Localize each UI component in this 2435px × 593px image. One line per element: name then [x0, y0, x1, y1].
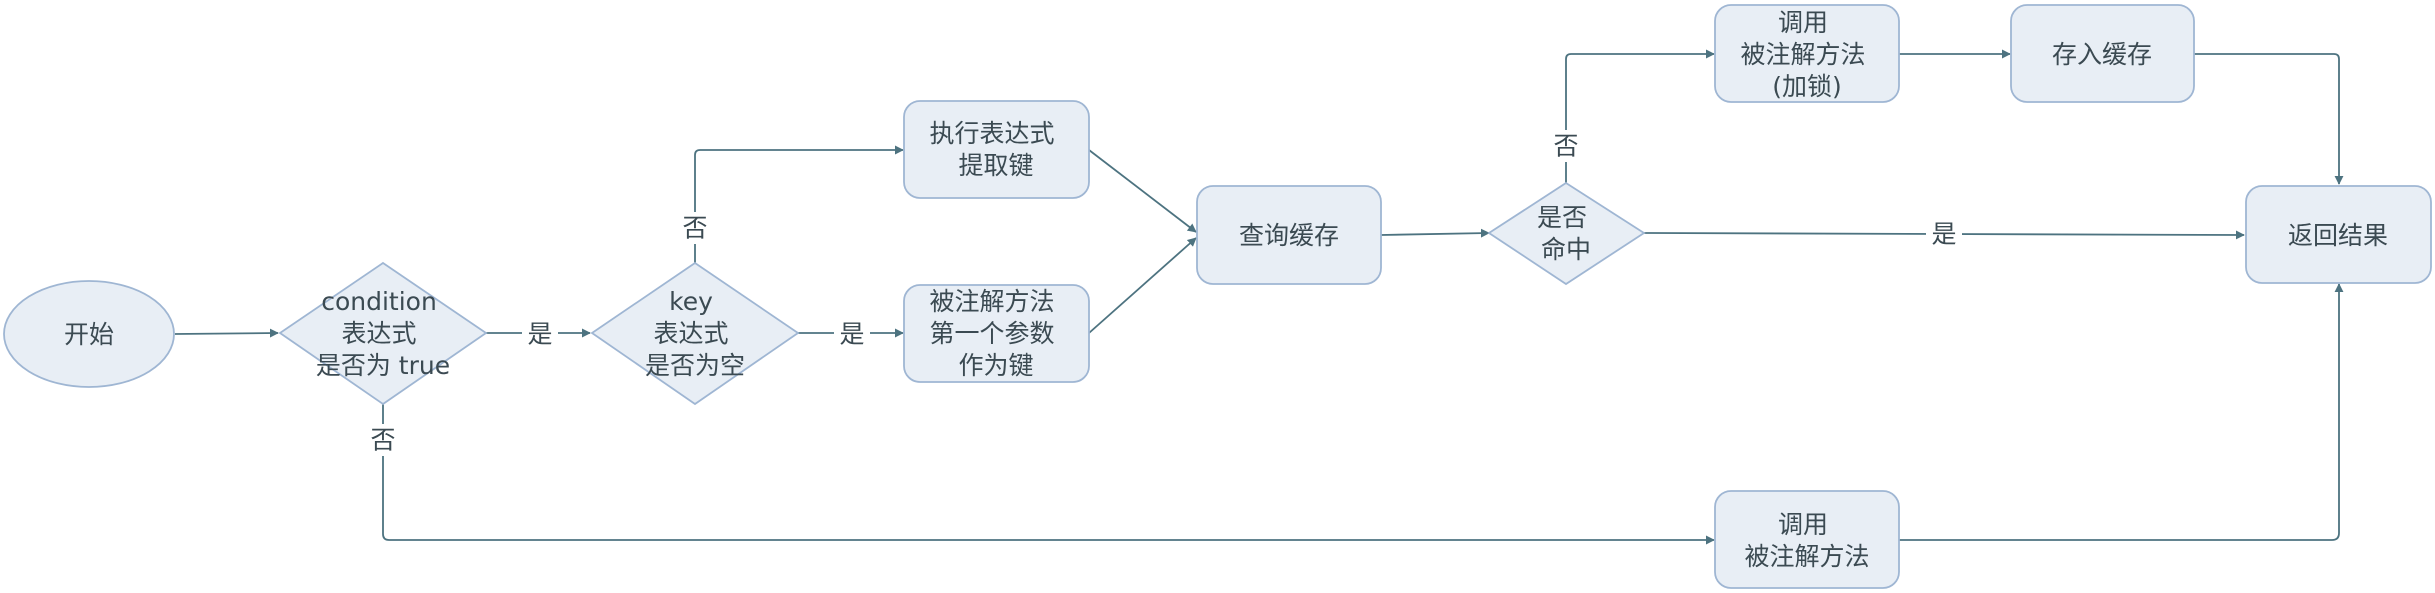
condition-diamond — [278, 261, 488, 406]
store-cache-line-1: 存入缓存 — [2052, 40, 2152, 69]
first-param-line-3: 作为键 — [958, 351, 1033, 380]
node-first-param: 被注解方法 第一个参数 作为键 — [903, 284, 1090, 383]
node-query-cache: 查询缓存 — [1196, 185, 1382, 285]
query-cache-line-1: 查询缓存 — [1239, 221, 1339, 250]
hit-line-1: 是否 — [1537, 203, 1587, 232]
call-locked-line-2: 被注解方法 — [1741, 40, 1866, 69]
call-locked-label: 调用 被注解方法 (加锁) — [1741, 8, 1874, 101]
call-locked-line-3: (加锁) — [1772, 72, 1842, 101]
key-check-label: key 表达式 是否为空 — [645, 287, 745, 380]
hit-label: 是否 命中 — [1537, 203, 1595, 264]
first-param-label: 被注解方法 第一个参数 作为键 — [930, 287, 1063, 380]
key-no-label: 否 — [682, 214, 707, 243]
call-locked-line-1: 调用 — [1778, 8, 1828, 37]
condition-line-1: condition — [321, 287, 437, 316]
condition-yes-bg — [522, 318, 558, 350]
edge-call-direct-to-return — [1899, 283, 2344, 541]
condition-line-2: 表达式 — [342, 319, 417, 348]
hit-diamond — [1487, 181, 1646, 286]
key-check-diamond — [590, 261, 800, 406]
edge-condition-to-call-direct — [382, 404, 1715, 545]
query-cache-label: 查询缓存 — [1239, 221, 1339, 250]
key-yes-bg — [834, 318, 870, 350]
condition-line-3: 是否为 true — [316, 351, 450, 380]
node-store-cache: 存入缓存 — [2010, 4, 2195, 103]
start-label: 开始 — [64, 320, 114, 349]
node-condition: condition 表达式 是否为 true — [278, 261, 488, 406]
query-cache-box — [1196, 185, 1382, 285]
key-check-line-2: 表达式 — [654, 319, 729, 348]
node-hit: 是否 命中 — [1487, 181, 1646, 286]
key-check-line-3: 是否为空 — [645, 351, 745, 380]
node-call-locked: 调用 被注解方法 (加锁) — [1714, 4, 1900, 103]
hit-yes-bg — [1926, 218, 1962, 250]
hit-yes-label: 是 — [1931, 220, 1956, 249]
eval-key-line-1: 执行表达式 — [930, 119, 1055, 148]
edge-labels: 是 否 否 是 否 是 — [366, 130, 1962, 456]
call-direct-line-1: 调用 — [1778, 510, 1828, 539]
start-line-1: 开始 — [64, 320, 114, 349]
node-start: 开始 — [3, 280, 175, 388]
key-yes-label: 是 — [839, 320, 864, 349]
return-result-label: 返回结果 — [2288, 221, 2388, 250]
node-eval-key: 执行表达式 提取键 — [903, 100, 1090, 199]
condition-no-bg — [366, 424, 402, 456]
node-return-result: 返回结果 — [2245, 185, 2432, 284]
store-cache-label: 存入缓存 — [2052, 40, 2152, 69]
start-shape — [3, 280, 175, 388]
condition-label: condition 表达式 是否为 true — [316, 287, 450, 380]
eval-key-line-2: 提取键 — [958, 151, 1033, 180]
hit-line-2: 命中 — [1541, 235, 1591, 264]
key-no-bg — [678, 212, 714, 244]
eval-key-box — [903, 100, 1090, 199]
call-direct-line-2: 被注解方法 — [1744, 542, 1869, 571]
hit-no-label: 否 — [1553, 132, 1578, 161]
return-result-line-1: 返回结果 — [2288, 221, 2388, 250]
condition-no-label: 否 — [370, 426, 395, 455]
call-direct-box — [1714, 490, 1900, 589]
edge-query-to-hit — [1380, 228, 1490, 238]
first-param-line-1: 被注解方法 — [930, 287, 1055, 316]
edge-eval-to-query — [1088, 149, 1197, 233]
edges — [174, 49, 2344, 545]
call-direct-label: 调用 被注解方法 — [1744, 510, 1869, 571]
edge-key-to-eval — [694, 145, 904, 263]
return-result-box — [2245, 185, 2432, 284]
store-cache-box — [2010, 4, 2195, 103]
edge-start-to-condition — [174, 328, 279, 338]
call-locked-box — [1714, 4, 1900, 103]
first-param-box — [903, 284, 1090, 383]
edge-first-param-to-query — [1088, 237, 1197, 334]
eval-key-label: 执行表达式 提取键 — [930, 119, 1063, 180]
node-key-check: key 表达式 是否为空 — [590, 261, 800, 406]
edge-store-to-return — [2194, 53, 2344, 185]
node-call-direct: 调用 被注解方法 — [1714, 490, 1900, 589]
edge-hit-to-call-locked — [1565, 49, 1715, 183]
first-param-line-2: 第一个参数 — [930, 319, 1055, 348]
nodes: 开始 condition 表达式 是否为 true key 表达式 是否为空 — [3, 4, 2432, 589]
hit-no-bg — [1548, 130, 1584, 162]
condition-yes-label: 是 — [527, 320, 552, 349]
key-check-line-1: key — [669, 287, 713, 316]
